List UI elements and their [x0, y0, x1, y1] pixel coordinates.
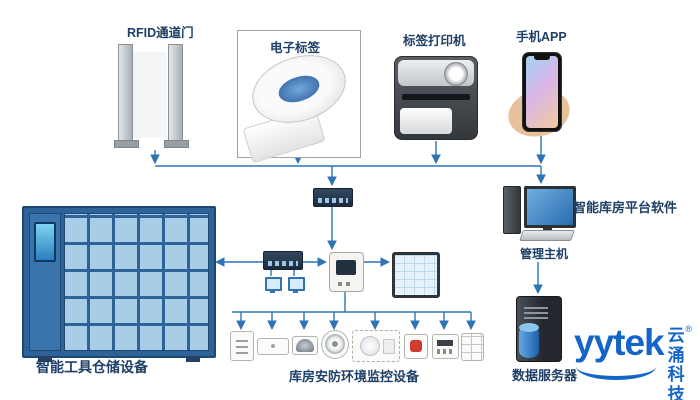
printer-tray: [400, 108, 452, 134]
sensor-group-icon: [352, 330, 400, 362]
controller-screen: [336, 260, 356, 275]
cabinet-foot-right: [186, 356, 200, 362]
registered-mark: ®: [685, 324, 692, 334]
phone-notch: [534, 56, 550, 60]
phone-app-label: 手机APP: [516, 30, 567, 44]
gate-middle-panel: [131, 52, 167, 138]
siren-core: [332, 341, 338, 347]
monitor-stand: [543, 225, 552, 230]
keyboard-icon: [519, 230, 575, 241]
logo-cn-text: 云涌 科技: [668, 324, 698, 400]
logo-name-text: yytek: [574, 322, 665, 363]
printer-roll-window: [444, 62, 468, 86]
database-cylinder-icon: [519, 323, 539, 358]
dome-camera-icon: [292, 336, 318, 355]
meter-buttons: [437, 349, 453, 354]
etag-box: 电子标签: [237, 30, 361, 164]
printer-label: 标签打印机: [403, 34, 466, 48]
company-logo: yytek 云涌 科技 ®: [574, 324, 698, 400]
cabinet-inner: [29, 213, 209, 351]
logo-cn-bottom: 科技: [667, 365, 685, 400]
rfid-gate-icon: [114, 44, 196, 149]
cabinet-doors-grid: [64, 213, 209, 351]
access-controller-icon: [329, 252, 364, 292]
controller-buttons: [338, 282, 354, 286]
mini-workstation-icon-a: [265, 277, 282, 293]
smart-locker-icon: [22, 206, 216, 362]
monitor-tablet-icon: [392, 252, 440, 298]
logo-row: yytek 云涌 科技: [574, 324, 698, 400]
meter-device-icon: [432, 334, 459, 359]
logo-cn-top: 云涌: [667, 326, 685, 365]
grid-cabinet-icon: [461, 333, 484, 361]
alarm-device-icon: [404, 334, 428, 359]
logo-swoosh: [576, 364, 656, 380]
data-server-label: 数据服务器: [512, 368, 578, 383]
phone-screen: [526, 56, 558, 128]
cabinet-control-column: [29, 213, 61, 351]
keypad-dots: [236, 338, 248, 354]
network-switch-icon-core: [263, 251, 303, 270]
rfid-gate-label: RFID通道门: [127, 26, 194, 40]
dome-shape: [296, 339, 314, 352]
smartphone-icon: [522, 52, 562, 132]
cabinet-screen: [34, 222, 56, 262]
cabinet-foot-left: [38, 356, 52, 362]
panel-dot: [271, 344, 275, 348]
meter-display: [437, 340, 453, 346]
label-roll-icon: [243, 43, 355, 135]
server-vents: [524, 305, 548, 319]
pc-tower-icon: [503, 186, 521, 234]
label-roll-core: [275, 70, 323, 108]
management-host-label: 管理主机: [518, 245, 571, 262]
desktop-computer-icon: [524, 186, 576, 228]
monitoring-equipment-label: 库房安防环境监控设备: [289, 369, 420, 384]
keypad-sensor-icon: [230, 331, 254, 361]
gate-pillar-right: [164, 44, 189, 148]
label-printer-icon: [394, 56, 478, 140]
printer-output-slot: [402, 94, 470, 100]
round-sensor: [360, 336, 380, 356]
small-sensor-box: [383, 339, 395, 354]
etag-label: 电子标签: [270, 41, 321, 55]
red-alarm-shape: [410, 340, 422, 352]
gate-pillar-left: [114, 44, 139, 148]
siren-sensor-icon: [321, 330, 349, 359]
cabinet-label: 智能工具仓储设备: [36, 359, 148, 375]
network-switch-icon-top: [313, 188, 353, 207]
flat-panel-sensor-icon: [257, 338, 289, 355]
platform-software-label: 智能库房平台软件: [573, 200, 678, 215]
mini-workstation-icon-b: [288, 277, 305, 293]
